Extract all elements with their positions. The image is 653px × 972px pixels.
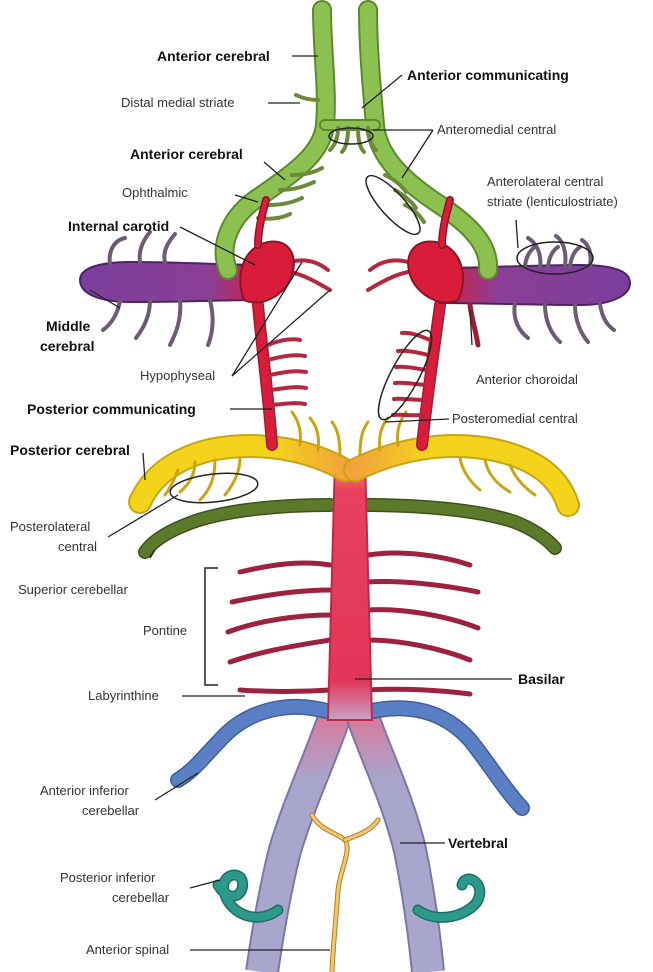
label-anterior-communicating: Anterior communicating bbox=[407, 67, 569, 83]
posterior-communicating-arteries bbox=[258, 305, 440, 445]
label-hypophyseal: Hypophyseal bbox=[140, 368, 215, 384]
anterior-spinal-artery bbox=[312, 815, 378, 972]
label-anterior-cerebral-top: Anterior cerebral bbox=[157, 48, 270, 64]
label-ophthalmic: Ophthalmic bbox=[122, 185, 188, 201]
basilar-artery bbox=[328, 460, 372, 720]
label-posterior-communicating: Posterior communicating bbox=[27, 401, 196, 417]
label-anterior-spinal: Anterior spinal bbox=[86, 942, 169, 958]
label-labyrinthine: Labyrinthine bbox=[88, 688, 159, 704]
label-middle-cerebral-1: Middle bbox=[46, 318, 90, 334]
label-middle-cerebral-2: cerebral bbox=[40, 338, 94, 354]
label-anterolateral-central-2: striate (lenticulostriate) bbox=[487, 194, 618, 210]
label-anterolateral-central-1: Anterolateral central bbox=[487, 174, 603, 190]
label-posterior-inferior-cerebellar-2: cerebellar bbox=[112, 890, 169, 906]
label-posterolateral-central-2: central bbox=[58, 539, 97, 555]
label-anteromedial-central: Anteromedial central bbox=[437, 122, 556, 138]
label-posteromedial-central: Posteromedial central bbox=[452, 411, 578, 427]
internal-carotid-arteries bbox=[240, 200, 463, 302]
pontine-bracket bbox=[205, 568, 218, 685]
label-posterolateral-central-1: Posterolateral bbox=[10, 519, 90, 535]
label-pontine: Pontine bbox=[143, 623, 187, 639]
label-superior-cerebellar: Superior cerebellar bbox=[18, 582, 128, 598]
label-internal-carotid: Internal carotid bbox=[68, 218, 169, 234]
label-vertebral: Vertebral bbox=[448, 835, 508, 851]
hypophyseal-arteries bbox=[290, 260, 408, 290]
label-anterior-inferior-cerebellar-2: cerebellar bbox=[82, 803, 139, 819]
label-posterior-inferior-cerebellar-1: Posterior inferior bbox=[60, 870, 155, 886]
label-anterior-inferior-cerebellar-1: Anterior inferior bbox=[40, 783, 129, 799]
label-distal-medial-striate: Distal medial striate bbox=[121, 95, 234, 111]
label-anterior-cerebral-mid: Anterior cerebral bbox=[130, 146, 243, 162]
posterior-communicating-branches bbox=[268, 333, 430, 415]
label-anterior-choroidal: Anterior choroidal bbox=[476, 372, 578, 388]
label-posterior-cerebral: Posterior cerebral bbox=[10, 442, 130, 458]
label-basilar: Basilar bbox=[518, 671, 565, 687]
